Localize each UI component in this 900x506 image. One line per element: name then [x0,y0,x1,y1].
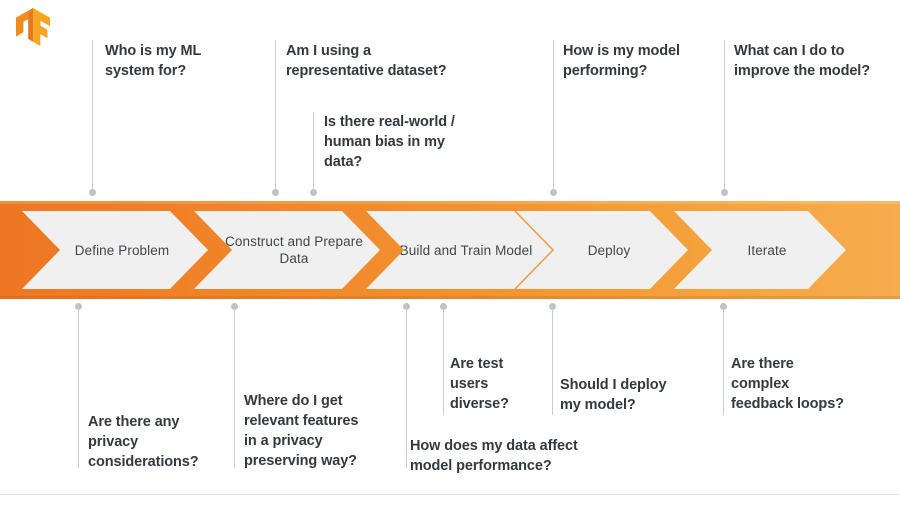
connector-line-bottom-3 [406,308,407,468]
connector-dot-top-5 [721,189,728,196]
connector-line-bottom-4 [443,308,444,415]
connector-dot-bottom-6 [720,303,727,310]
footer-divider [0,494,900,495]
callout-data-affect-model-performance: How does my data affect model performanc… [410,438,578,474]
stage-chevron-construct-prepare-data[interactable]: Construct and Prepare Data [194,211,380,289]
connector-line-top-4 [553,40,554,192]
connector-line-top-1 [92,40,93,192]
connector-dot-top-2 [272,189,279,196]
stage-label-deploy: Deploy [587,242,631,258]
stage-chevron-iterate[interactable]: Iterate [674,211,846,289]
callout-real-world-human-bias: Is there real-world / human bias in my d… [324,114,455,170]
callout-who-is-my-ml-system-for: Who is my ML system for? [105,43,202,79]
callout-complex-feedback-loops: Are there complex feedback loops? [731,356,844,412]
connector-line-bottom-1 [78,308,79,468]
connector-line-top-3 [313,112,314,192]
stage-label-iterate: Iterate [747,242,787,258]
stage-label-construct-prepare-data: Construct and Prepare Data [225,234,363,266]
connector-dot-bottom-3 [403,303,410,310]
stage-chevron-build-train-model[interactable]: Build and Train Model [366,211,552,289]
connector-dot-bottom-2 [231,303,238,310]
callout-privacy-considerations: Are there any privacy considerations? [88,414,199,470]
callout-how-is-my-model-performing: How is my model performing? [563,43,680,79]
connector-line-top-2 [275,40,276,192]
connector-dot-bottom-1 [75,303,82,310]
tensorflow-logo [16,8,50,46]
connector-dot-top-1 [89,189,96,196]
connector-line-bottom-6 [723,308,724,415]
connector-line-top-5 [724,40,725,192]
ml-workflow-band: Define Problem Construct and Prepare Dat… [0,201,900,299]
connector-dot-bottom-4 [440,303,447,310]
stage-label-build-train-model: Build and Train Model [399,242,533,258]
stage-chevron-define-problem[interactable]: Define Problem [22,211,208,289]
callout-are-test-users-diverse: Are test users diverse? [450,356,509,412]
connector-dot-bottom-5 [549,303,556,310]
callout-improve-the-model: What can I do to improve the model? [734,43,870,79]
connector-line-bottom-2 [234,308,235,468]
stage-label-define-problem: Define Problem [74,242,170,258]
connector-dot-top-4 [550,189,557,196]
callout-relevant-features-privacy: Where do I get relevant features in a pr… [244,393,359,469]
connector-line-bottom-5 [552,308,553,415]
band-bottom-edge [0,296,900,299]
callout-should-i-deploy-my-model: Should I deploy my model? [560,377,667,413]
band-top-edge [0,201,900,204]
connector-dot-top-3 [310,189,317,196]
callout-representative-dataset: Am I using a representative dataset? [286,43,447,79]
